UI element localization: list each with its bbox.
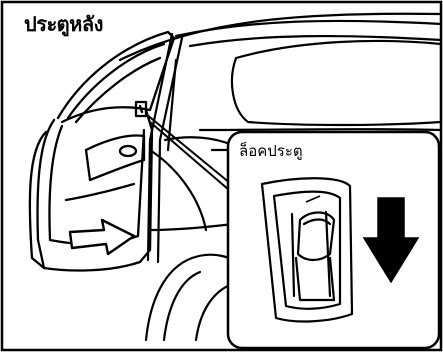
figure-title: ประตูหลัง — [22, 8, 105, 40]
door-lock-label: ล็อคประตู — [237, 139, 305, 163]
